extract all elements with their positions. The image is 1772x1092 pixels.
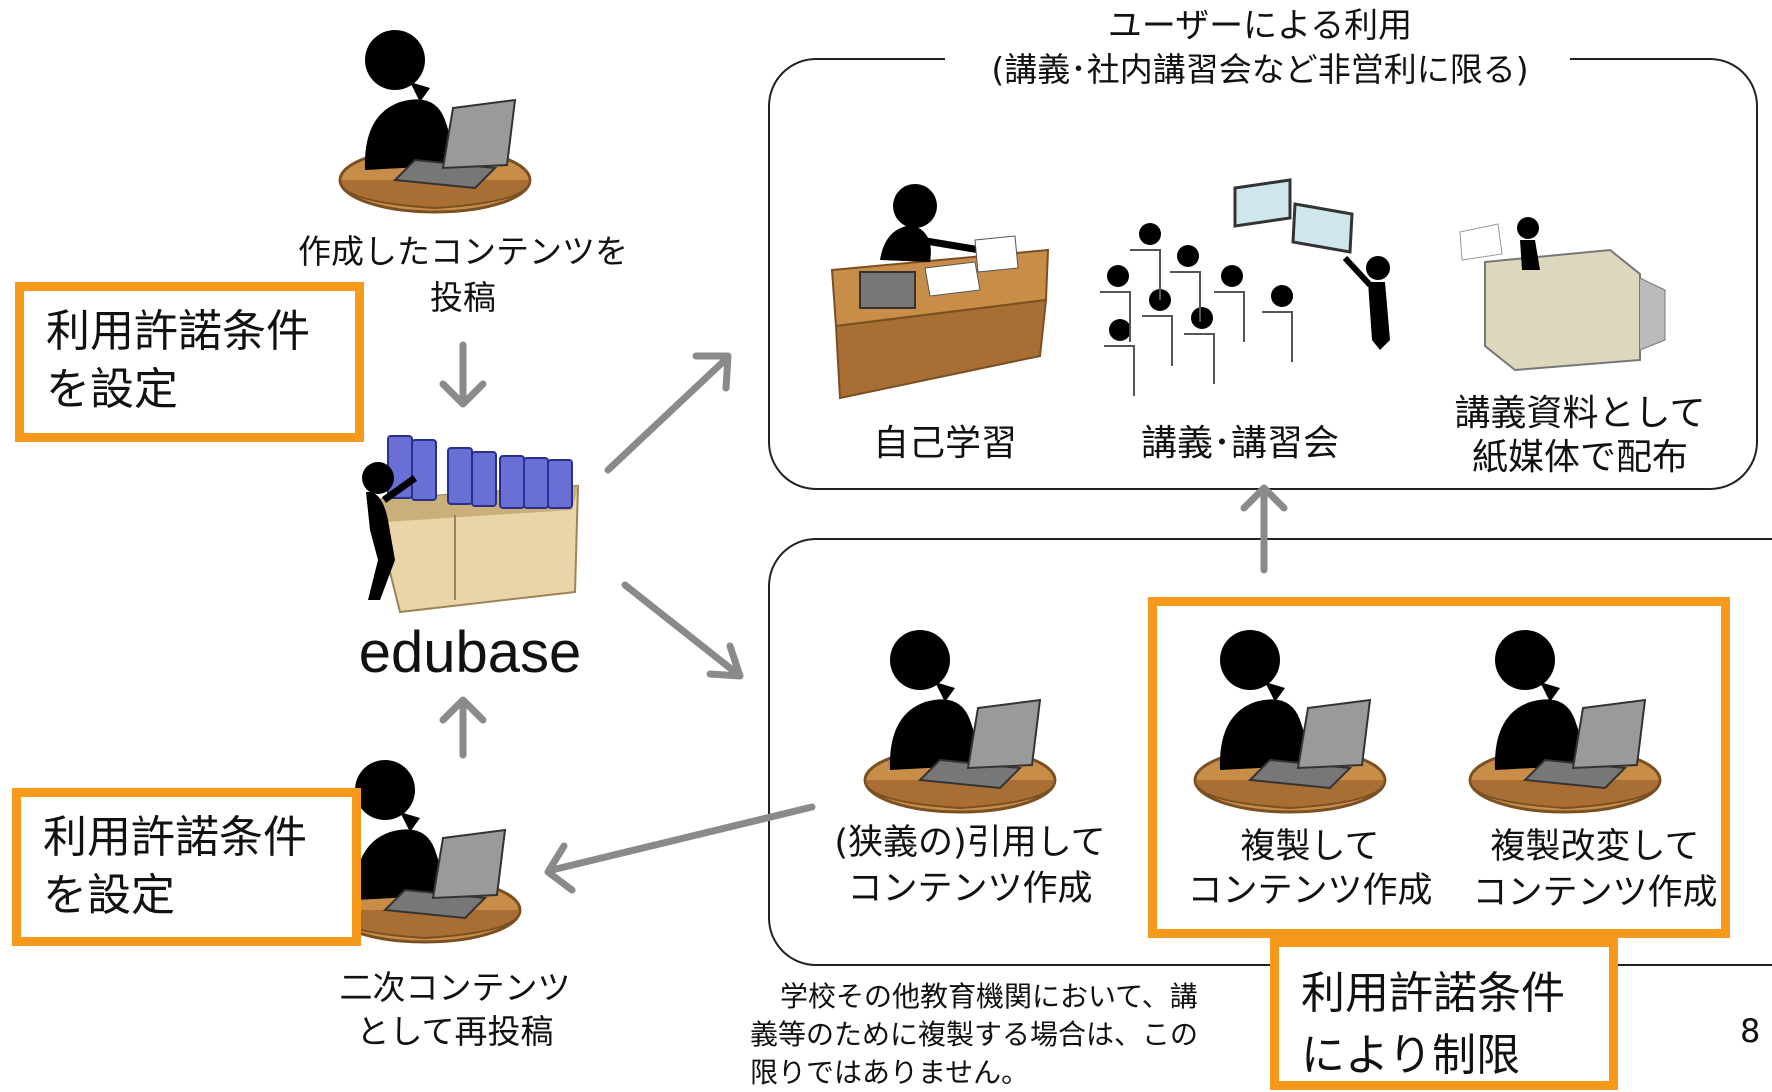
library-figure [362,435,580,614]
user-usage-subtitle: (講義･社内講習会など非営利に限る) [991,50,1529,89]
page-number: 8 [1740,1012,1761,1050]
lecture-label: 講義･講習会 [1140,423,1339,464]
footnote: 学校その他教育機関において、講 義等のために複製する場合は、この 限りではありま… [750,978,1250,1092]
license-restriction-line2: により制限 [1301,1030,1521,1081]
author-caption-1: 作成したコンテンツを [298,232,628,271]
print-figure [1459,217,1666,372]
quote-creator-figure [863,628,1057,814]
modify-label-1: 複製改変して [1490,827,1700,867]
restricted-usage-box [1148,597,1730,938]
license-setting-bottom-line2: を設定 [43,870,175,921]
print-label-1: 講義資料として [1454,393,1706,434]
self-study-figure [830,184,1050,400]
user-usage-title: ユーザーによる利用 [1107,6,1413,46]
license-setting-bottom-line1: 利用許諾条件 [43,812,307,863]
copy-label-2: コンテンツ作成 [1187,871,1433,911]
copy-label-1: 複製して [1240,827,1380,867]
license-setting-box-bottom: 利用許諾条件 を設定 [12,788,361,946]
quote-label-1: (狭義の)引用して [834,823,1106,863]
lecture-figure [1100,178,1390,396]
footnote-line1: 学校その他教育機関において、講 [780,980,1198,1013]
license-setting-top-line2: を設定 [46,364,178,415]
self-study-label: 自己学習 [872,423,1017,464]
license-restriction-line1: 利用許諾条件 [1301,968,1565,1019]
repost-caption-1: 二次コンテンツ [339,968,571,1007]
quote-label-2: コンテンツ作成 [847,869,1093,909]
footnote-line2: 義等のために複製する場合は、この [750,1018,1199,1051]
author-figure [338,28,532,214]
license-setting-top-line1: 利用許諾条件 [46,306,310,357]
modify-label-2: コンテンツ作成 [1472,873,1718,913]
print-label-2: 紙媒体で配布 [1471,437,1688,478]
edubase-label: edubase [358,620,582,685]
license-restriction-box: 利用許諾条件 により制限 [1270,938,1618,1090]
repost-caption-2: として再投稿 [356,1012,554,1051]
footnote-line3: 限りではありません。 [750,1056,1030,1089]
license-setting-box-top: 利用許諾条件 を設定 [15,282,364,442]
author-caption-2: 投稿 [430,278,496,317]
